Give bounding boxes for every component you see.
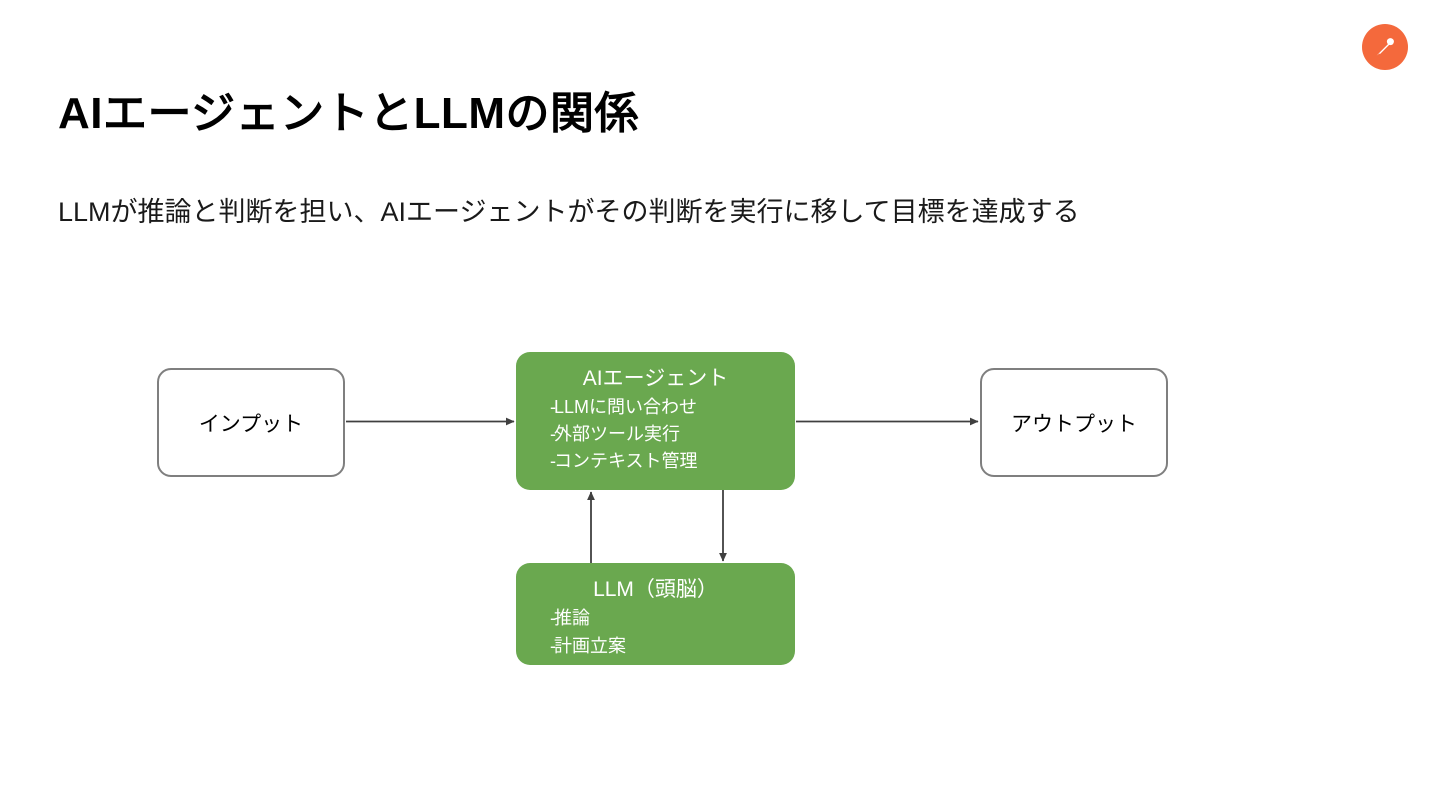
pen-badge[interactable] xyxy=(1362,24,1408,70)
bullet-marker: - xyxy=(550,608,556,629)
bullet-text: 計画立案 xyxy=(554,636,626,657)
page-title: AIエージェントとLLMの関係 xyxy=(58,89,640,138)
node-title-input: インプット xyxy=(198,412,304,436)
bullet-text: 推論 xyxy=(554,608,590,629)
diagram-node-input[interactable]: インプット xyxy=(157,368,345,477)
bullet-text: コンテキスト管理 xyxy=(554,450,698,471)
node-title-llm: LLM（頭脳） xyxy=(593,578,718,601)
list-item: - 計画立案 xyxy=(516,633,795,661)
bullet-marker: - xyxy=(550,636,556,657)
diagram-node-output[interactable]: アウトプット xyxy=(980,368,1168,477)
bullet-marker: - xyxy=(550,423,556,444)
node-title-output: アウトプット xyxy=(1011,412,1137,436)
bullet-marker: - xyxy=(550,450,556,471)
list-item: - 外部ツール実行 xyxy=(516,421,795,448)
list-item: - コンテキスト管理 xyxy=(516,448,795,475)
node-title-agent: AIエージェント xyxy=(582,367,729,390)
bullet-text: 外部ツール実行 xyxy=(554,423,680,444)
bullet-text: LLMに問い合わせ xyxy=(554,397,698,418)
diagram-node-agent[interactable]: AIエージェント - LLMに問い合わせ - 外部ツール実行 - コンテキスト管… xyxy=(516,352,795,490)
node-bullet-list-agent: - LLMに問い合わせ - 外部ツール実行 - コンテキスト管理 xyxy=(516,394,795,474)
pen-icon xyxy=(1376,38,1394,56)
list-item: - LLMに問い合わせ xyxy=(516,394,795,421)
bullet-marker: - xyxy=(550,397,556,418)
page-subtitle: LLMが推論と判断を担い、AIエージェントがその判断を実行に移して目標を達成する xyxy=(58,197,1080,227)
list-item: - 推論 xyxy=(516,605,795,633)
node-bullet-list-llm: - 推論 - 計画立案 xyxy=(516,605,795,661)
diagram-node-llm[interactable]: LLM（頭脳） - 推論 - 計画立案 xyxy=(516,563,795,665)
